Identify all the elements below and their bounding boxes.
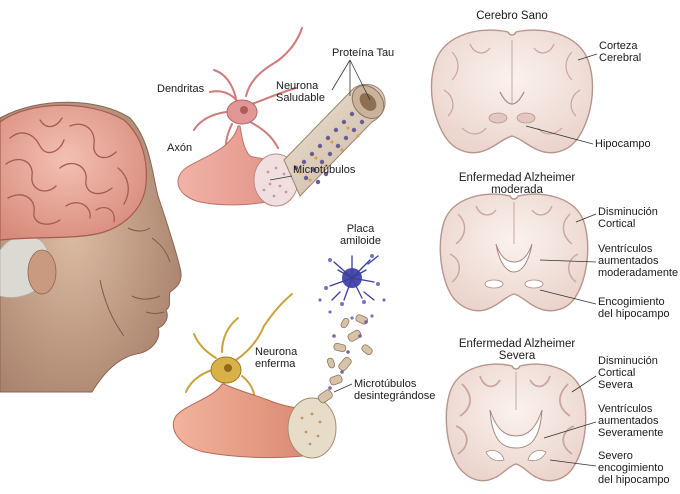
- label-neurona-enferma: Neurona enferma: [255, 346, 298, 370]
- sick-cross-section: [287, 397, 337, 459]
- label-axon: Axón: [167, 142, 193, 154]
- ear: [27, 249, 57, 295]
- label-microtubulos-desintegrandose: Microtúbulos desintegrándose: [354, 378, 436, 402]
- tau-beads: [293, 111, 365, 185]
- sick-neuron: [172, 293, 373, 459]
- brain-exposed: [0, 104, 147, 241]
- healthy-neuron: [177, 27, 386, 207]
- title-alzheimer-severa: Enfermedad Alzheimer Severa: [458, 338, 576, 362]
- label-placa-amiloide: Placa amiloide: [340, 223, 381, 247]
- label-dendritas: Dendritas: [157, 83, 205, 95]
- amyloid-plaque: [318, 254, 386, 320]
- brain-slice-moderate: [439, 193, 589, 312]
- label-neurona-saludable: Neurona Saludable: [276, 80, 325, 104]
- leader-lines: [269, 53, 598, 467]
- head-illustration: [0, 101, 182, 393]
- sick-axon: [172, 383, 321, 459]
- title-alzheimer-moderada: Enfermedad Alzheimer moderada: [458, 172, 576, 196]
- callout-encogimiento-hipocampo: Encogimiento del hipocampo: [598, 296, 670, 320]
- callout-ventriculos-moderados: Ventrículos aumentados moderadamente: [598, 243, 679, 279]
- callout-disminucion-cortical-severa: Disminución Cortical Severa: [598, 355, 658, 391]
- callout-ventriculos-severos: Ventrículos aumentados Severamente: [598, 403, 664, 439]
- disintegrating-fragments: [317, 314, 373, 404]
- title-cerebro-sano: Cerebro Sano: [476, 10, 548, 22]
- face-lines: [99, 227, 171, 337]
- brain-slice-severe: [445, 363, 587, 482]
- callout-severo-encogimiento: Severo encogimiento del hipocampo: [598, 450, 670, 486]
- brain-slice-healthy: [430, 29, 594, 154]
- callout-corteza-cerebral: Corteza Cerebral: [599, 40, 642, 64]
- brain-gyri: [5, 117, 129, 225]
- callout-disminucion-cortical: Disminución Cortical: [598, 206, 658, 230]
- label-proteina-tau: Proteína Tau: [332, 47, 395, 59]
- label-microtubulos: Microtúbulos: [293, 164, 356, 176]
- callout-hipocampo: Hipocampo: [595, 138, 651, 150]
